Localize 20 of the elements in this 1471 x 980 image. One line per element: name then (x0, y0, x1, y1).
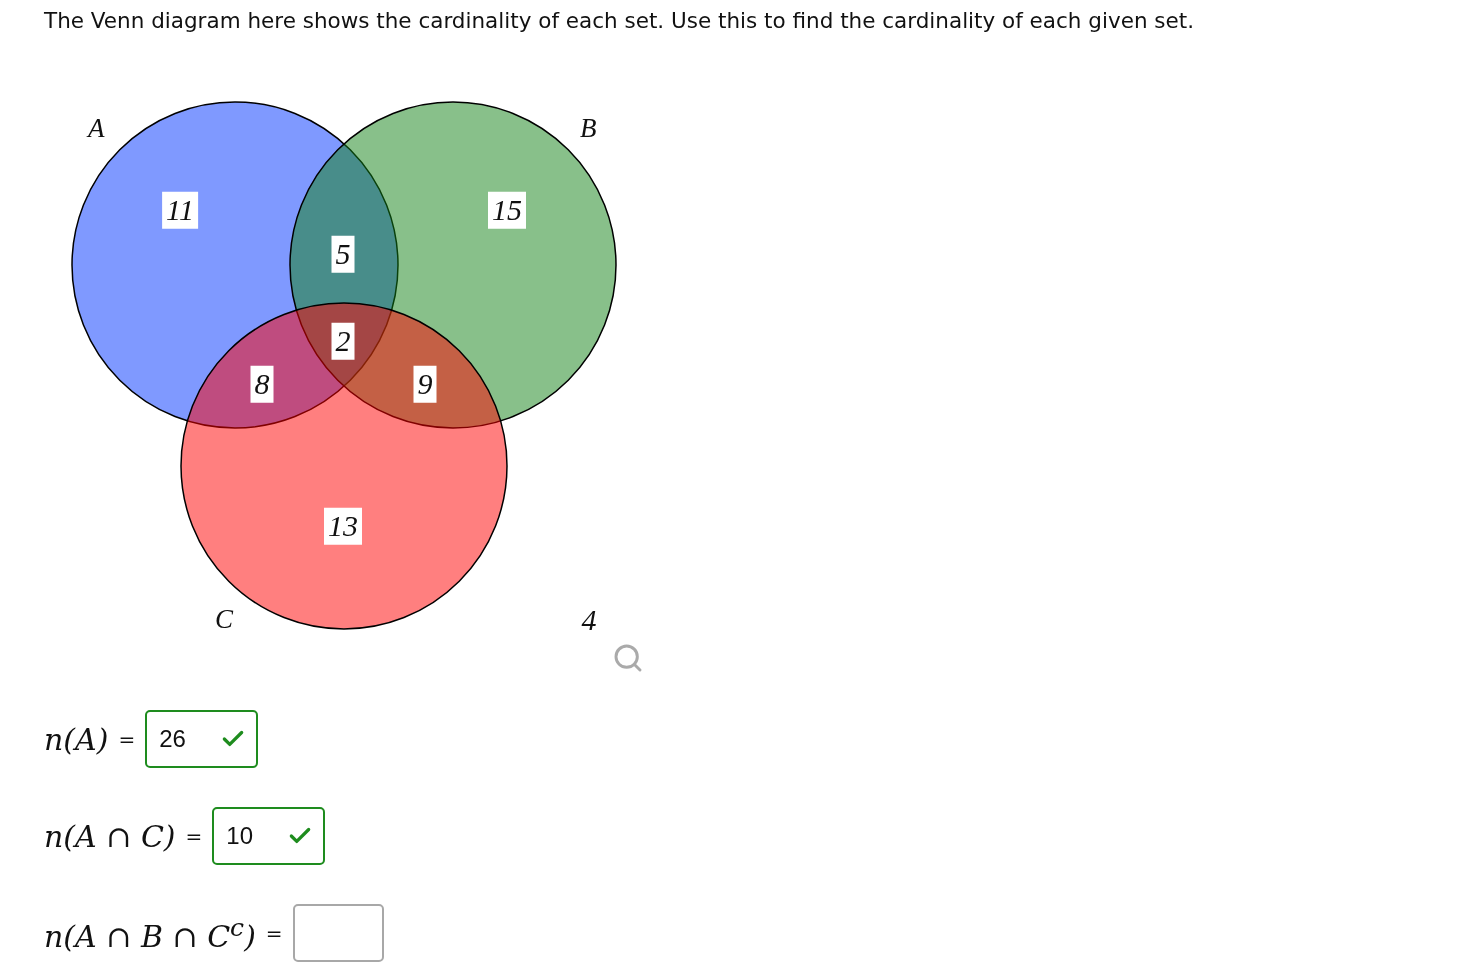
region-count: 13 (324, 507, 362, 545)
region-count: 5 (331, 235, 355, 273)
set-name: A (88, 115, 105, 142)
region-count: 11 (162, 191, 198, 229)
set-name: C (215, 606, 233, 633)
math-expression: n(A ∩ B ∩ C$^{c}$) (44, 912, 256, 954)
answer-field: 10 (212, 807, 326, 865)
set-name: B (580, 115, 597, 142)
math-expression: n(A) (44, 721, 109, 757)
region-count: 2 (331, 322, 355, 360)
equals-sign: = (265, 921, 283, 945)
equals-sign: = (185, 824, 203, 848)
math-expression: n(A ∩ C) (44, 818, 176, 854)
instruction-text: The Venn diagram here shows the cardinality of each set. Use this to find the cardinality of each given set. (44, 8, 1195, 33)
equals-sign: = (118, 727, 136, 751)
outside-count: 4 (580, 601, 598, 638)
region-count: 8 (250, 365, 274, 403)
answer-field: 26 (145, 710, 259, 768)
region-count: 15 (488, 191, 526, 229)
region-count: 9 (413, 365, 437, 403)
